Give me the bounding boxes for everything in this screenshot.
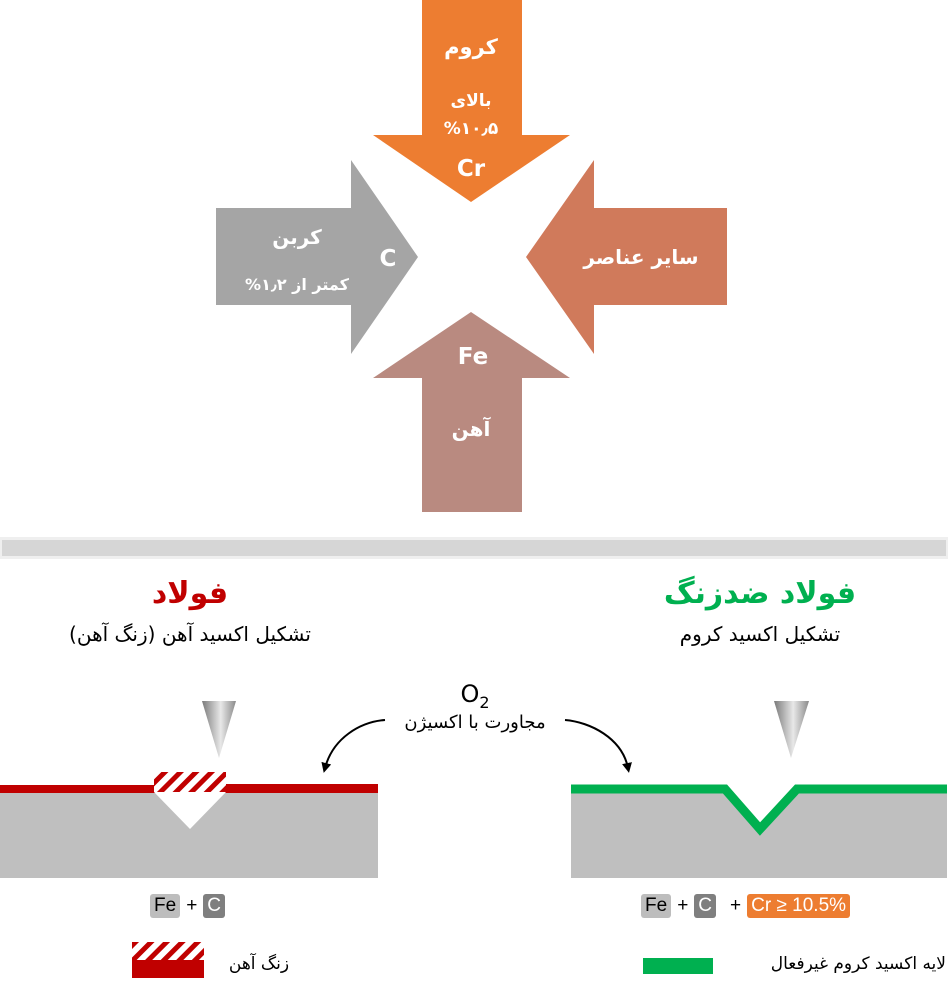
- rust-legend-icon: [132, 942, 204, 978]
- iron-chip: Fe: [641, 894, 672, 918]
- arrow-iron-shape: [373, 312, 570, 512]
- arrow-carbon-shape: [216, 160, 418, 354]
- scratch-tool-icon-right: [774, 701, 809, 758]
- carbon-chip: C: [203, 894, 226, 918]
- plus-sign: +: [730, 895, 742, 916]
- arrow-chromium: [373, 0, 570, 202]
- iron-symbol: Fe: [458, 344, 488, 370]
- chromium-name: کروم: [444, 35, 499, 59]
- steel-illustration: [0, 701, 378, 878]
- carbon-name: کربن: [272, 225, 322, 249]
- oxygen-arrow-right: [564, 719, 632, 773]
- steel-subtitle: تشکیل اکسید آهن (زنگ آهن): [69, 622, 311, 646]
- oxygen-arrow-left: [321, 719, 386, 773]
- steel-formula: Fe + C: [150, 894, 226, 918]
- section-separator-inner: [2, 540, 946, 556]
- carbon-chip: C: [694, 894, 717, 918]
- steel-scratch-notch: [154, 792, 226, 829]
- steel-title: فولاد: [151, 576, 229, 611]
- oxygen-formula: O2: [445, 680, 505, 712]
- oxygen-formula-sub: 2: [479, 692, 490, 712]
- plus-sign: +: [186, 895, 198, 916]
- arrow-other-shape: [526, 160, 727, 354]
- stainless-illustration: [571, 701, 947, 878]
- rust-legend-label: زنگ آهن: [228, 954, 290, 974]
- chromium-detail-2: %۱۰٫۵: [444, 119, 499, 139]
- other-elements-name: سایر عناصر: [582, 245, 698, 269]
- passive-layer-legend-swatch: [643, 958, 713, 974]
- oxygen-label: مجاورت با اکسیژن: [404, 712, 546, 733]
- carbon-symbol: C: [380, 246, 397, 272]
- stainless-subtitle: تشکیل اکسید کروم: [679, 622, 841, 646]
- plus-sign: +: [677, 895, 689, 916]
- carbon-detail: کمتر از ۱٫۲%: [245, 275, 350, 294]
- iron-name: آهن: [452, 416, 492, 441]
- steel-rust-layer-right: [225, 784, 378, 793]
- stainless-formula: Fe + C + Cr ≥ 10.5%: [641, 894, 851, 918]
- iron-chip: Fe: [150, 894, 181, 918]
- stainless-scratch-notch: [724, 788, 796, 830]
- arrow-chromium-shape: [373, 0, 570, 202]
- chromium-detail-1: بالای: [450, 91, 491, 111]
- chromium-symbol: Cr: [457, 156, 486, 182]
- steel-rust-layer-left: [0, 785, 155, 793]
- chromium-chip: Cr ≥ 10.5%: [747, 894, 851, 918]
- arrow-iron: [373, 312, 570, 512]
- steel-rust-hatch: [154, 772, 226, 792]
- stainless-oxide-layer: [571, 784, 947, 836]
- oxygen-formula-base: O: [460, 680, 480, 708]
- arrow-other: [526, 160, 727, 354]
- passive-layer-legend-label: لایه اکسید کروم غیرفعال: [770, 954, 946, 974]
- scratch-tool-icon-left: [202, 701, 236, 758]
- stainless-title: فولاد ضدزنگ: [663, 576, 857, 611]
- arrow-carbon: [216, 160, 418, 354]
- rust-legend-swatch: [132, 942, 204, 978]
